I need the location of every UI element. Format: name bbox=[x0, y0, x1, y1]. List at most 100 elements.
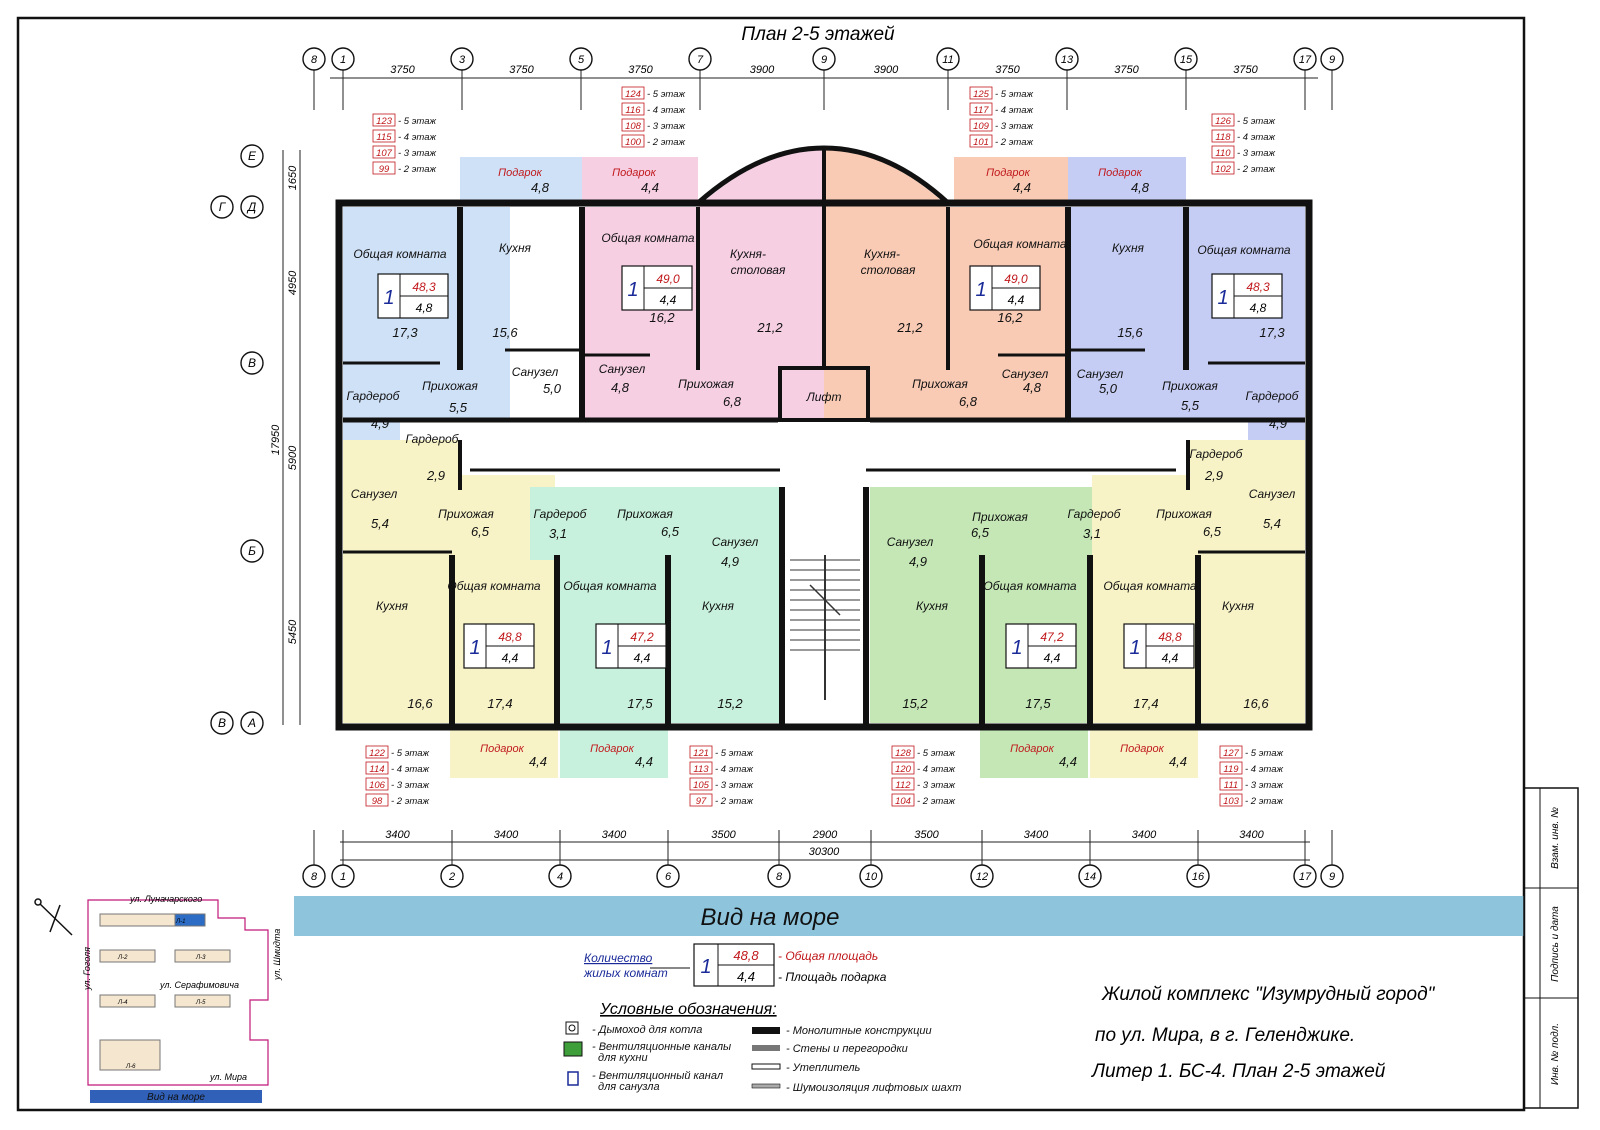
apartment-floor: - 5 этаж bbox=[917, 748, 955, 759]
a8-hall-label: Прихожая bbox=[1156, 507, 1212, 521]
a1-common-label: Общая комната bbox=[353, 247, 447, 261]
bath-vent-symbol bbox=[567, 1071, 579, 1086]
a2-common-area: 16,2 bbox=[649, 310, 675, 325]
gift-label-6: Подарок bbox=[590, 743, 635, 755]
a8-common-area: 17,4 bbox=[1133, 696, 1158, 711]
axis-label: 9 bbox=[1329, 871, 1335, 883]
stamp-2: Инв. № подл. bbox=[1550, 1023, 1561, 1085]
a4-hall-area: 5,5 bbox=[1181, 398, 1200, 413]
badge-gift: 4,8 bbox=[1250, 301, 1267, 315]
sea-view-label: Вид на море bbox=[700, 904, 839, 931]
project-line-3: Литер 1. БС-4. План 2-5 этажей bbox=[1090, 1061, 1386, 1082]
a3-kd-label-2: столовая bbox=[861, 263, 916, 277]
a4-kitchen-area: 15,6 bbox=[1117, 325, 1143, 340]
block-5: Л-6 bbox=[125, 1064, 136, 1070]
apartment-floor: - 3 этаж bbox=[398, 148, 436, 159]
dimension-label: 3500 bbox=[711, 829, 736, 841]
apartment-number: 98 bbox=[372, 796, 383, 807]
badge-gift: 4,4 bbox=[1162, 651, 1179, 665]
site-sea-band bbox=[90, 1090, 262, 1103]
a1-hall-area: 5,5 bbox=[449, 400, 468, 415]
axis-label: 6 bbox=[665, 871, 672, 883]
a3-common-label: Общая комната bbox=[973, 237, 1067, 251]
dimension-label: 3500 bbox=[914, 829, 939, 841]
street-2: ул. Мира bbox=[209, 1072, 247, 1082]
axis-marker bbox=[1293, 47, 1317, 71]
badge-rooms: 1 bbox=[1011, 637, 1022, 659]
key-gift-label: - Площадь подарка bbox=[778, 970, 887, 984]
apartment-number: 121 bbox=[693, 748, 709, 759]
axis-marker bbox=[331, 47, 355, 71]
axis-label: 7 bbox=[697, 54, 704, 66]
a5-hall-area: 6,5 bbox=[471, 524, 490, 539]
axis-label: 9 bbox=[1329, 54, 1335, 66]
a6-ward-label: Гардероб bbox=[534, 507, 588, 521]
dimension-label: 3400 bbox=[1132, 829, 1157, 841]
apartment-floor: - 5 этаж bbox=[1245, 748, 1283, 759]
a8-ward-label: Гардероб bbox=[1190, 447, 1244, 461]
apartment-floor: - 3 этаж bbox=[917, 780, 955, 791]
axis-label: 17 bbox=[1299, 871, 1312, 883]
apartment-floor: - 4 этаж bbox=[1237, 132, 1275, 143]
axis-label: 2 bbox=[448, 871, 455, 883]
legend-left-1: - Вентиляционные каналы bbox=[592, 1041, 731, 1053]
apartment-number: 104 bbox=[895, 796, 911, 807]
apartment-floor: - 4 этаж bbox=[1245, 764, 1283, 775]
badge-rooms: 1 bbox=[627, 279, 638, 301]
a6-common-area: 17,5 bbox=[627, 696, 653, 711]
apartment-floor: - 4 этаж bbox=[391, 764, 429, 775]
a5-bath-area: 5,4 bbox=[371, 516, 389, 531]
plan-title: План 2-5 этажей bbox=[741, 24, 895, 45]
elevator-label: Лифт bbox=[806, 390, 842, 404]
left-dim-1: 1650 bbox=[287, 165, 299, 190]
sheet-frame bbox=[16, 16, 1526, 1112]
a6-kitchen-area: 15,2 bbox=[717, 696, 743, 711]
legend-right-0: - Монолитные конструкции bbox=[786, 1025, 932, 1037]
axis-B: Б bbox=[248, 544, 256, 558]
badge-gift: 4,4 bbox=[1044, 651, 1061, 665]
axis-G: Г bbox=[219, 200, 227, 214]
dimension-label: 3900 bbox=[874, 64, 899, 76]
axis-label: 12 bbox=[976, 871, 988, 883]
key-total: 48,8 bbox=[733, 948, 759, 963]
walls-symbol bbox=[752, 1045, 780, 1051]
a7-hall-label: Прихожая bbox=[972, 510, 1028, 524]
a3-kd-label-1: Кухня- bbox=[864, 247, 900, 261]
a5-common-area: 17,4 bbox=[487, 696, 512, 711]
badge-gift: 4,4 bbox=[660, 293, 677, 307]
a2-kd-label-1: Кухня- bbox=[730, 247, 766, 261]
a5-hall-label: Прихожая bbox=[438, 507, 494, 521]
key-rooms-label-1: Количество bbox=[584, 951, 653, 965]
axis-label: 9 bbox=[821, 54, 827, 66]
key-gift: 4,4 bbox=[737, 969, 755, 984]
a1-bath-label: Санузел bbox=[512, 365, 559, 379]
legend-left-0: - Дымоход для котла bbox=[592, 1024, 702, 1036]
gift-label-2: Подарок bbox=[612, 167, 657, 179]
left-dimensions: 1650 4950 5900 5450 17950 bbox=[270, 165, 299, 644]
a1-hall-label: Прихожая bbox=[422, 379, 478, 393]
axis-marker bbox=[767, 864, 791, 888]
a6-bath-area: 4,9 bbox=[721, 554, 739, 569]
apartment-number: 124 bbox=[625, 89, 641, 100]
apartment-number: 114 bbox=[369, 764, 384, 775]
badge-total: 49,0 bbox=[656, 272, 680, 286]
a7-hall-area: 6,5 bbox=[971, 525, 990, 540]
axis-marker bbox=[569, 47, 593, 71]
insulation-symbol bbox=[751, 1063, 781, 1070]
apartment-number: 105 bbox=[693, 780, 710, 791]
apartment-floor: - 2 этаж bbox=[398, 164, 436, 175]
badge-total: 48,8 bbox=[498, 630, 522, 644]
a4-bath-area: 5,0 bbox=[1099, 381, 1118, 396]
axis-marker bbox=[302, 47, 326, 71]
room-labels: Подарок 4,8 Подарок 4,4 Подарок 4,4 Пода… bbox=[347, 167, 1300, 769]
a2-bath-label: Санузел bbox=[599, 362, 646, 376]
